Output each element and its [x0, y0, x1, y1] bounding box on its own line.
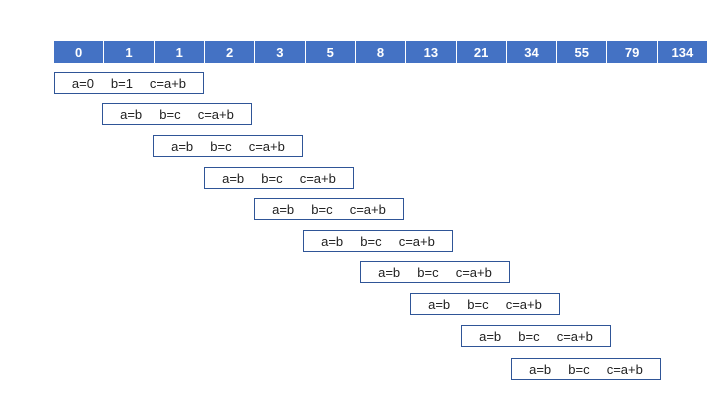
step-box: a=b b=c c=a+b	[461, 325, 611, 347]
step-box: a=b b=c c=a+b	[511, 358, 661, 380]
step-b: b=c	[210, 138, 232, 154]
step-b: b=c	[518, 328, 540, 344]
step-c: c=a+b	[248, 138, 285, 154]
step-box: a=b b=c c=a+b	[303, 230, 453, 252]
step-a: a=0	[71, 75, 94, 91]
step-a: a=b	[479, 328, 502, 344]
step-b: b=1	[110, 75, 133, 91]
sequence-cell: 134	[671, 44, 694, 60]
step-b: b=c	[159, 106, 181, 122]
step-a: a=b	[428, 296, 451, 312]
step-a: a=b	[378, 264, 401, 280]
step-c: c=a+b	[349, 201, 386, 217]
step-c: c=a+b	[299, 170, 336, 186]
step-box: a=0 b=1 c=a+b	[54, 72, 204, 94]
step-c: c=a+b	[455, 264, 492, 280]
step-a: a=b	[529, 361, 552, 377]
sequence-cell: 1	[104, 41, 155, 63]
step-b: b=c	[467, 296, 489, 312]
step-c: c=a+b	[197, 106, 234, 122]
step-b: b=c	[360, 233, 382, 249]
sequence-cell: 34	[507, 41, 558, 63]
sequence-cell: 13	[406, 41, 457, 63]
step-c: c=a+b	[505, 296, 542, 312]
step-box: a=b b=c c=a+b	[204, 167, 354, 189]
sequence-cell: 3	[255, 41, 306, 63]
step-c: c=a+b	[606, 361, 643, 377]
step-b: b=c	[311, 201, 333, 217]
sequence-cell: 0	[54, 41, 105, 63]
step-box: a=b b=c c=a+b	[254, 198, 404, 220]
step-b: b=c	[568, 361, 590, 377]
step-b: b=c	[261, 170, 283, 186]
sequence-cell: 79	[607, 41, 658, 63]
step-a: a=b	[272, 201, 295, 217]
sequence-cell: 2	[205, 41, 256, 63]
sequence-cell: 5	[306, 41, 356, 63]
sequence-row: 0 1 1 2 3 5 8 13 21 34 55 79 134	[54, 41, 707, 63]
step-box: a=b b=c c=a+b	[410, 293, 560, 315]
step-box: a=b b=c c=a+b	[102, 103, 252, 125]
step-a: a=b	[321, 233, 344, 249]
sequence-cell: 1	[155, 41, 205, 63]
step-a: a=b	[171, 138, 194, 154]
step-box: a=b b=c c=a+b	[153, 135, 303, 157]
step-b: b=c	[417, 264, 439, 280]
step-c: c=a+b	[149, 75, 187, 91]
step-box: a=b b=c c=a+b	[360, 261, 510, 283]
step-c: c=a+b	[398, 233, 435, 249]
step-a: a=b	[120, 106, 143, 122]
sequence-cell: 21	[457, 41, 507, 63]
sequence-cell: 8	[356, 41, 407, 63]
step-a: a=b	[222, 170, 245, 186]
sequence-cell: 55	[557, 41, 608, 63]
step-c: c=a+b	[556, 328, 593, 344]
